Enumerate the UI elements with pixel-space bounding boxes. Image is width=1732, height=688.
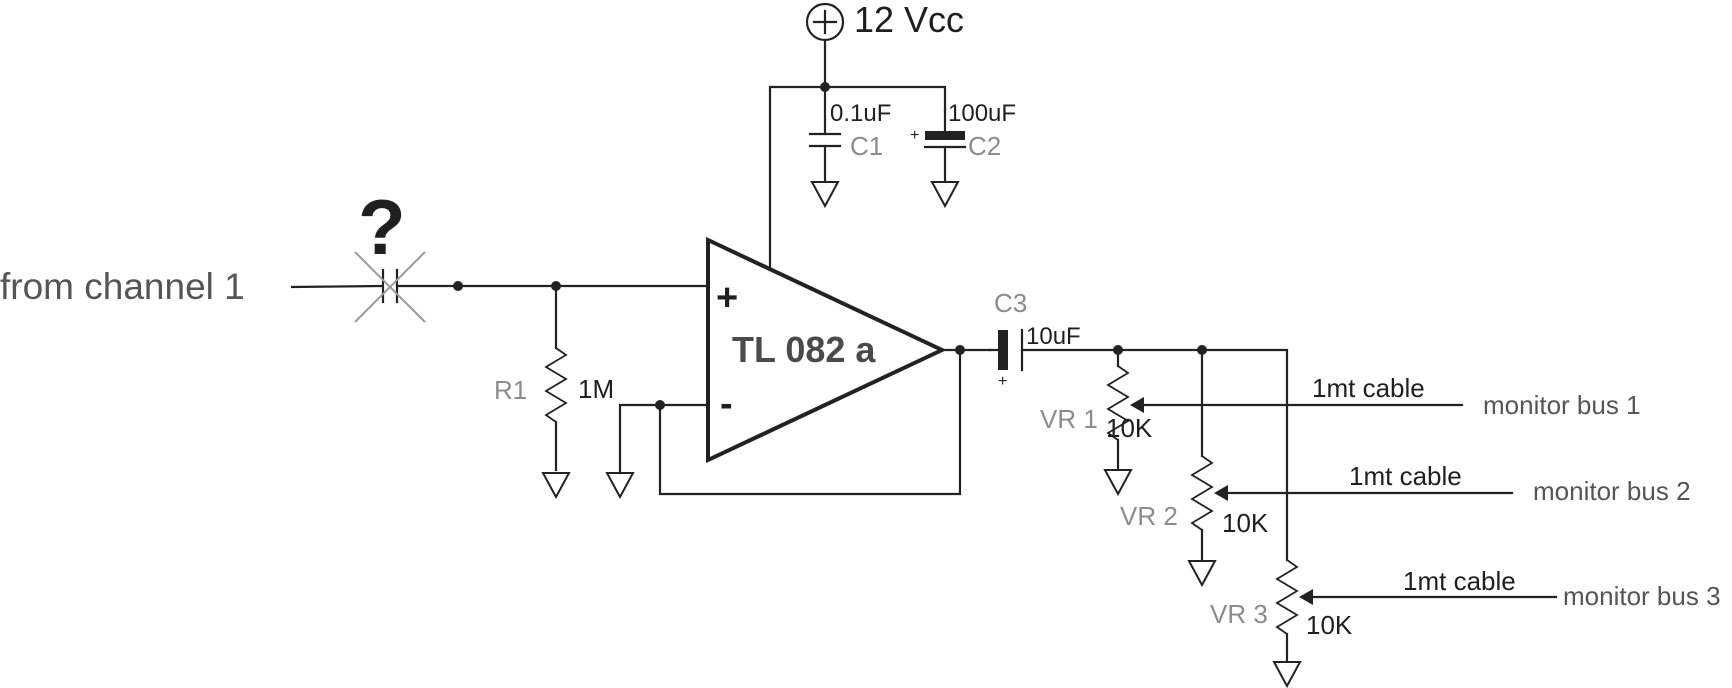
opamp-minus-label: - (720, 383, 733, 425)
wiper-arrow-icon (1299, 589, 1313, 605)
ground-icon (1272, 661, 1302, 688)
ground-icon (541, 472, 571, 500)
ground-icon (605, 472, 635, 500)
supply-rail (768, 82, 947, 272)
output-bus (1113, 345, 1289, 562)
vr1-cable-label: 1mt cable (1312, 373, 1425, 403)
potentiometer-vr1: VR 1 10K 1mt cable monitor bus 1 (1040, 348, 1641, 497)
opamp-name: TL 082 a (732, 329, 876, 370)
wiper-arrow-icon (1214, 485, 1228, 501)
vr3-value: 10K (1306, 610, 1353, 640)
monitor-bus-1-label: monitor bus 1 (1483, 390, 1641, 420)
capacitor-c1: 0.1uF C1 (808, 100, 891, 209)
c2-polarity: + (910, 127, 919, 144)
c1-value: 0.1uF (830, 100, 891, 127)
junction (453, 281, 463, 291)
vr3-ref: VR 3 (1210, 599, 1268, 629)
opamp-plus-label: + (716, 277, 738, 319)
potentiometer-vr3: VR 3 10K 1mt cable monitor bus 3 (1210, 559, 1721, 688)
capacitor-c3: C3 10uF + (988, 288, 1120, 390)
wiper-arrow-icon (1130, 397, 1144, 413)
feedback-loop (605, 345, 992, 500)
input-label: from channel 1 (0, 266, 245, 307)
ground-icon (810, 181, 840, 209)
r1-ref: R1 (494, 375, 527, 405)
vr2-value: 10K (1222, 508, 1269, 538)
resistor-r1: R1 1M (494, 284, 614, 500)
ground-icon (1187, 560, 1217, 588)
ground-icon (1103, 469, 1133, 497)
r1-value: 1M (578, 374, 614, 404)
capacitor-c2: 100uF + C2 (910, 100, 1016, 209)
c1-ref: C1 (850, 131, 883, 161)
question-mark: ? (358, 183, 406, 271)
c2-ref: C2 (968, 131, 1001, 161)
monitor-bus-3-label: monitor bus 3 (1563, 581, 1721, 611)
c3-value: 10uF (1026, 323, 1081, 350)
vr2-cable-label: 1mt cable (1349, 461, 1462, 491)
vr1-ref: VR 1 (1040, 404, 1098, 434)
c3-ref: C3 (994, 288, 1027, 318)
vr2-ref: VR 2 (1120, 501, 1178, 531)
potentiometer-vr2: VR 2 10K 1mt cable monitor bus 2 (1120, 348, 1691, 588)
c2-value: 100uF (948, 100, 1016, 127)
vr3-cable-label: 1mt cable (1403, 566, 1516, 596)
ground-icon (930, 181, 960, 209)
monitor-bus-2-label: monitor bus 2 (1533, 476, 1691, 506)
vcc-label: 12 Vcc (854, 0, 964, 40)
input-section: from channel 1 ? (0, 183, 710, 323)
c3-polarity: + (998, 373, 1007, 390)
opamp-tl082: + - TL 082 a (706, 236, 947, 464)
vr1-value: 10K (1106, 413, 1153, 443)
vcc-supply: 12 Vcc (805, 0, 964, 89)
